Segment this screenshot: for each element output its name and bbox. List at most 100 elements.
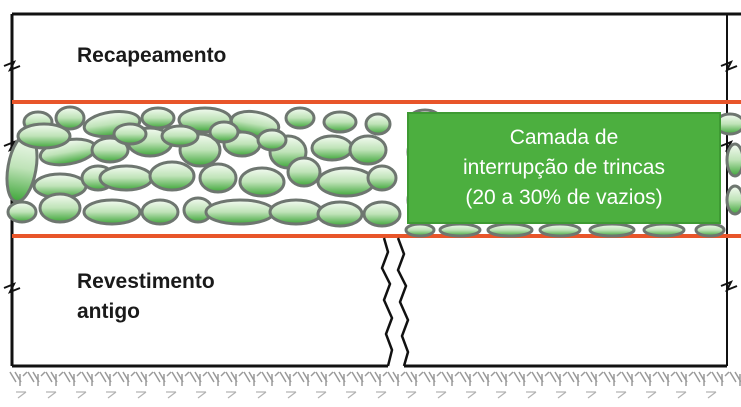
aggregate-stone <box>54 105 86 131</box>
hatch-mark <box>196 391 207 399</box>
hatch-mark <box>675 371 694 386</box>
hatch-mark <box>646 391 657 399</box>
aggregate-stone <box>404 222 436 238</box>
aggregate-stone <box>140 198 180 226</box>
aggregate-stone <box>310 134 354 162</box>
aggregate-stone <box>725 184 741 216</box>
hatch-mark <box>676 391 687 399</box>
hatch-mark <box>16 391 27 399</box>
aggregate-stone <box>112 122 148 146</box>
hatch-mark <box>136 391 147 399</box>
hatch-mark <box>316 391 327 399</box>
break-mark-left-1 <box>3 60 21 72</box>
hatch-mark <box>279 371 298 386</box>
hatch-mark <box>459 371 478 386</box>
hatch-mark <box>567 371 586 386</box>
aggregate-stone <box>316 166 376 198</box>
hatch-mark <box>406 391 417 399</box>
hatch-mark <box>153 371 172 386</box>
hatch-mark <box>711 371 730 386</box>
aggregate-stone <box>82 198 142 226</box>
aggregate-stone <box>208 120 240 144</box>
aggregate-stone <box>286 156 322 188</box>
hatch-mark <box>495 371 514 386</box>
hatch-mark <box>496 391 507 399</box>
aggregate-stone <box>198 162 238 194</box>
hatch-mark <box>27 371 46 386</box>
aggregate-stone <box>364 112 392 136</box>
hatch-mark <box>423 371 442 386</box>
hatch-mark <box>135 371 154 386</box>
aggregate-stone <box>38 192 82 224</box>
callout-line-2: interrupção de trincas <box>463 156 665 179</box>
hatch-mark <box>531 371 550 386</box>
aggregate-stones <box>5 105 741 238</box>
hatch-mark <box>441 371 460 386</box>
hatch-mark <box>585 371 604 386</box>
label-old-pavement-line2: antigo <box>77 300 140 323</box>
hatch-mark <box>657 371 676 386</box>
reflective-crack-right <box>396 237 410 367</box>
aggregate-stone <box>256 128 288 152</box>
hatch-mark <box>81 371 100 386</box>
hatch-mark <box>466 391 477 399</box>
aggregate-stone <box>140 106 176 130</box>
hatch-mark <box>333 371 352 386</box>
hatch-mark <box>256 391 267 399</box>
subgrade-hatch <box>9 371 741 399</box>
hatch-mark <box>106 391 117 399</box>
hatch-mark <box>621 371 640 386</box>
hatch-mark <box>225 371 244 386</box>
aggregate-stone <box>538 222 582 238</box>
hatch-mark <box>693 371 712 386</box>
aggregate-stone <box>694 222 726 238</box>
aggregate-stone <box>438 222 482 238</box>
hatch-mark <box>286 391 297 399</box>
hatch-mark <box>586 391 597 399</box>
aggregate-stone <box>725 142 741 178</box>
hatch-mark <box>477 371 496 386</box>
hatch-mark <box>63 371 82 386</box>
aggregate-stone <box>268 198 324 226</box>
hatch-mark <box>117 371 136 386</box>
hatch-mark <box>9 371 28 386</box>
aggregate-stone <box>362 200 402 228</box>
hatch-mark <box>189 371 208 386</box>
aggregate-stone <box>160 124 200 148</box>
aggregate-stone <box>284 106 316 130</box>
aggregate-stone <box>486 222 534 238</box>
hatch-mark <box>616 391 627 399</box>
hatch-mark <box>639 371 658 386</box>
hatch-mark <box>603 371 622 386</box>
aggregate-stone <box>204 198 276 226</box>
aggregate-stone <box>588 222 636 238</box>
hatch-mark <box>76 391 87 399</box>
callout-line-3: (20 a 30% de vazios) <box>465 186 663 209</box>
aggregate-stone <box>642 222 686 238</box>
aggregate-stone <box>6 200 38 224</box>
hatch-mark <box>549 371 568 386</box>
aggregate-stone <box>238 166 286 198</box>
hatch-mark <box>436 391 447 399</box>
hatch-mark <box>226 391 237 399</box>
break-mark-right-1 <box>720 60 738 72</box>
hatch-mark <box>706 391 717 399</box>
hatch-mark <box>99 371 118 386</box>
aggregate-stone <box>322 110 358 134</box>
reflective-crack-left <box>380 237 394 367</box>
hatch-mark <box>369 371 388 386</box>
hatch-mark <box>261 371 280 386</box>
hatch-mark <box>166 391 177 399</box>
break-mark-left-3 <box>3 282 21 294</box>
hatch-mark <box>376 391 387 399</box>
hatch-mark <box>351 371 370 386</box>
aggregate-stone <box>366 164 398 192</box>
break-mark-right-3 <box>720 280 738 292</box>
hatch-mark <box>243 371 262 386</box>
aggregate-stone <box>16 122 72 150</box>
hatch-mark <box>207 371 226 386</box>
hatch-mark <box>315 371 334 386</box>
hatch-mark <box>387 371 406 386</box>
hatch-mark <box>46 391 57 399</box>
